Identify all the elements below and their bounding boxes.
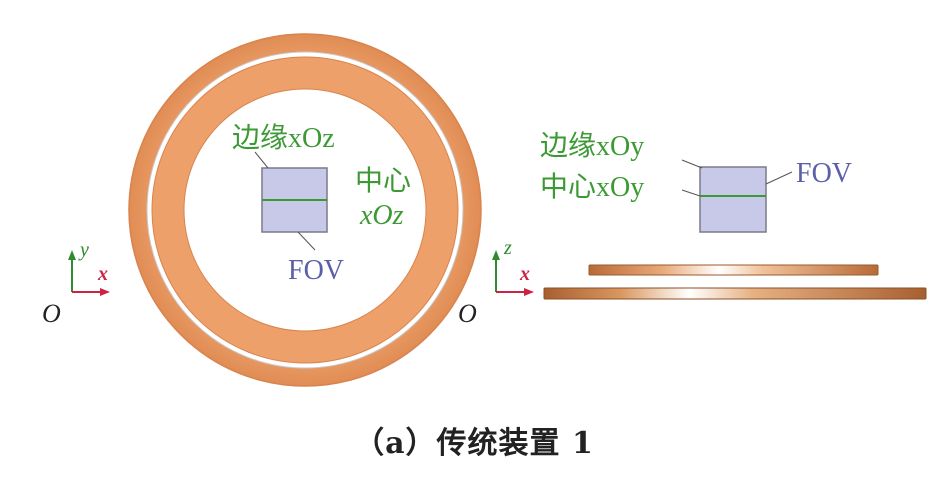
left-axis-y-label: y: [78, 239, 89, 261]
right-fov-leader: [765, 171, 793, 185]
left-fov-label: FOV: [288, 255, 344, 286]
right-origin-label: O: [458, 299, 477, 328]
right-edge-label: 边缘xOy: [540, 130, 644, 162]
right-axis-z-label: z: [503, 237, 512, 259]
lower-plate: [543, 287, 927, 300]
right-axes: z x O: [458, 237, 534, 328]
upper-plate: [588, 264, 879, 276]
right-center-label: 中心xOy: [540, 171, 644, 203]
left-edge-leader: [254, 151, 269, 169]
right-center-leader: [681, 189, 701, 197]
right-fov-box: [699, 166, 767, 233]
left-origin-label: O: [42, 299, 61, 328]
left-fov-leader: [297, 231, 316, 251]
right-fov-label: FOV: [796, 158, 852, 189]
right-plates: [543, 264, 927, 300]
left-center-label-1: 中心: [355, 165, 411, 197]
left-axis-x-label: x: [97, 263, 108, 285]
left-axes: y x O: [42, 239, 110, 328]
figure-caption: （a）传统装置 1: [354, 426, 594, 461]
right-axis-x-label: x: [519, 263, 530, 285]
left-edge-label: 边缘xOz: [232, 122, 335, 154]
left-center-label-2: xOz: [359, 200, 404, 231]
right-edge-leader: [681, 159, 703, 169]
left-fov-box: [261, 167, 328, 233]
